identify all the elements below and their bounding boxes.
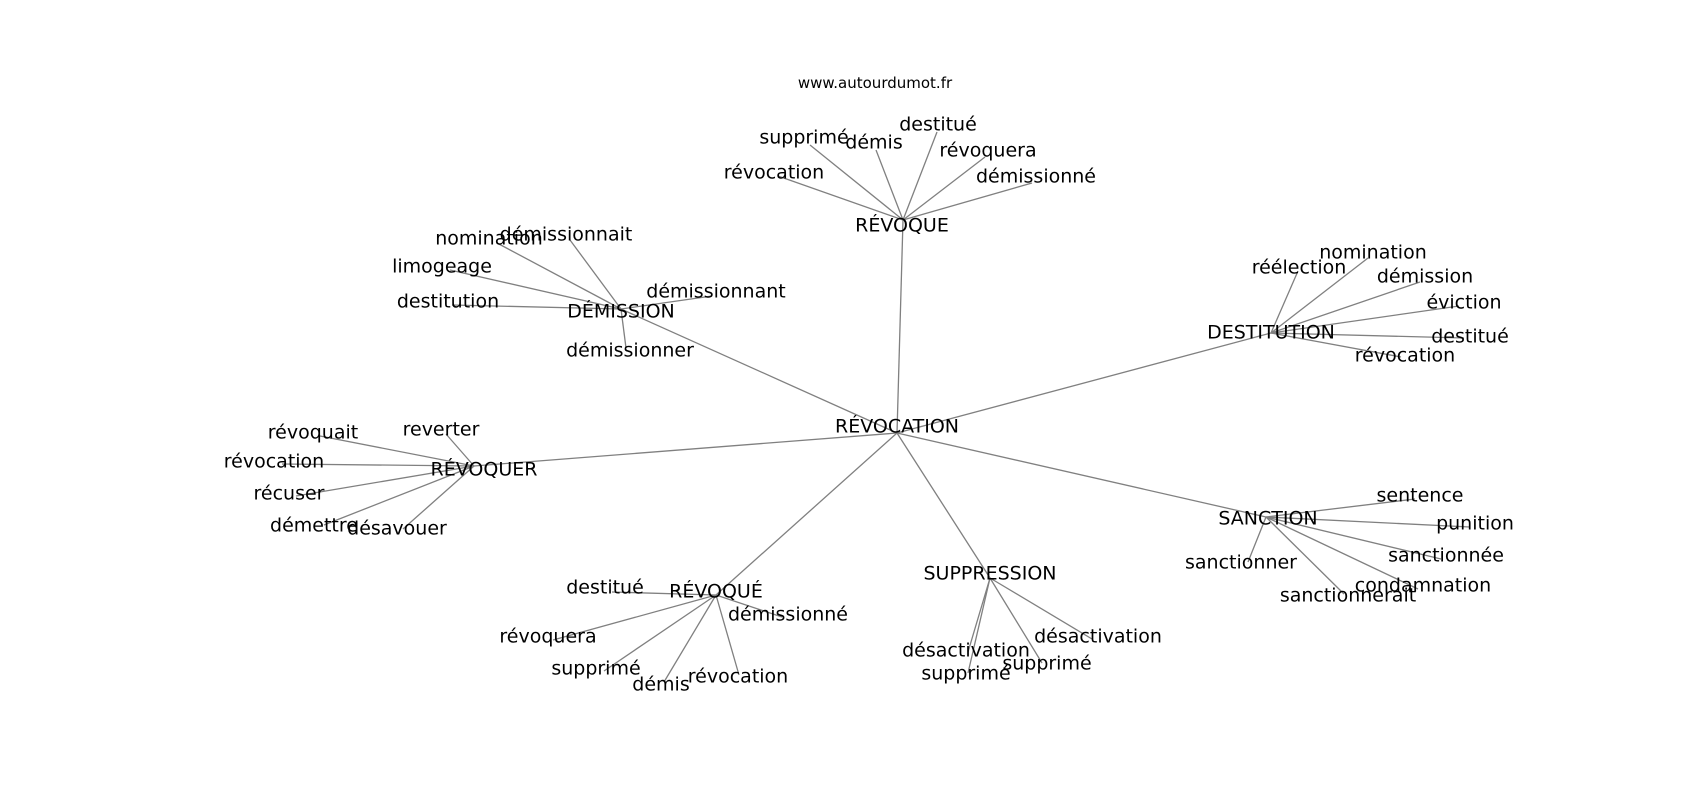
edge-revoque-hub-to-revoquera <box>902 156 986 221</box>
leaf-node-revoque-accent-destitue[interactable]: destitué <box>566 577 644 599</box>
leaf-node-revoquer-recuser[interactable]: récuser <box>254 483 325 505</box>
leaf-node-destitution-eviction[interactable]: éviction <box>1426 292 1501 314</box>
edge-demission-to-nomination <box>496 242 622 310</box>
edge-center-to-revoque-accent <box>715 432 898 596</box>
leaf-node-demission-destitution[interactable]: destitution <box>397 291 499 313</box>
edge-revoquer-to-desavouer <box>402 465 475 530</box>
edge-center-to-demission <box>620 308 898 434</box>
edge-sanction-to-sanctionnee <box>1265 516 1442 560</box>
edge-demission-to-demissionner <box>620 308 627 349</box>
edges-layer <box>281 131 1471 683</box>
edge-revoque-accent-to-revocation <box>715 594 740 676</box>
leaf-node-revoquer-revoquait[interactable]: révoquait <box>268 422 358 444</box>
edge-sanction-to-sanctionnerait <box>1265 516 1345 595</box>
edge-revoque-hub-to-demis <box>875 149 904 221</box>
hub-node-sanction[interactable]: SANCTION <box>1218 508 1317 530</box>
edge-sanction-to-sentence <box>1265 498 1416 518</box>
edge-sanction-to-condamnation <box>1265 516 1419 590</box>
edge-demission-to-demissionnant <box>620 295 713 310</box>
hub-node-destitution[interactable]: DESTITUTION <box>1207 322 1335 344</box>
edge-revoquer-to-revoquait <box>319 435 475 467</box>
edge-revoque-accent-to-demis <box>663 594 717 683</box>
edge-revoque-accent-to-revoquera <box>552 594 717 641</box>
leaf-node-sanction-sanctionnee[interactable]: sanctionnée <box>1388 545 1504 567</box>
edge-destitution-to-eviction <box>1270 305 1460 334</box>
edge-revoquer-to-revocation <box>281 463 475 467</box>
edge-revoque-hub-to-demissionne <box>902 182 1033 221</box>
edge-revoque-hub-to-destitue <box>902 131 938 221</box>
edge-suppression-to-desactivation <box>989 577 1093 640</box>
edge-revoquer-to-recuser <box>295 465 475 497</box>
leaf-node-sanction-sentence[interactable]: sentence <box>1377 485 1464 507</box>
leaf-node-destitution-destitue[interactable]: destitué <box>1431 326 1509 348</box>
leaf-node-destitution-nomination[interactable]: nomination <box>1319 242 1427 264</box>
edge-revoque-accent-to-destitue <box>611 591 717 596</box>
leaf-node-destitution-reelection[interactable]: réélection <box>1252 257 1347 279</box>
leaf-node-revoque-accent-revocation[interactable]: révocation <box>688 666 788 688</box>
edge-revoque-hub-to-revocation <box>777 175 904 221</box>
edge-suppression-to-desactivation <box>967 577 991 653</box>
edge-destitution-to-demission <box>1270 281 1421 334</box>
leaf-node-revoque-accent-demis[interactable]: démis <box>632 674 689 696</box>
edge-revoquer-to-reverter <box>445 433 475 467</box>
leaf-node-revoque-hub-demis[interactable]: démis <box>845 132 902 154</box>
edge-destitution-to-destitue <box>1270 332 1465 339</box>
leaf-node-suppression-desactivation[interactable]: désactivation <box>902 640 1030 662</box>
edge-center-to-revoquer <box>473 432 898 467</box>
leaf-node-sanction-sanctionner[interactable]: sanctionner <box>1185 552 1297 574</box>
leaf-node-sanction-condamnation[interactable]: condamnation <box>1355 575 1491 597</box>
leaf-node-suppression-supprime[interactable]: supprimé <box>921 663 1010 685</box>
leaf-node-demission-demissionner[interactable]: démissionner <box>566 340 694 362</box>
edge-revoquer-to-demettre <box>323 465 475 526</box>
edge-center-to-sanction <box>896 432 1267 518</box>
edge-center-to-destitution <box>896 332 1272 434</box>
leaf-node-demission-limogeage[interactable]: limogeage <box>392 256 492 278</box>
leaf-node-revoque-accent-revoquera[interactable]: révoquera <box>499 626 596 648</box>
edge-revoque-accent-to-demissionne <box>715 594 783 618</box>
edge-sanction-to-punition <box>1265 516 1471 528</box>
leaf-node-revoque-accent-demissionne[interactable]: démissionné <box>728 604 848 626</box>
leaf-node-revoquer-reverter[interactable]: reverter <box>403 419 480 441</box>
edge-revoque-hub-to-supprime <box>809 144 904 221</box>
leaf-node-revoquer-demettre[interactable]: démettre <box>270 515 358 537</box>
hub-node-revoque-hub[interactable]: RÉVOQUE <box>855 214 949 237</box>
leaf-node-sanction-punition[interactable]: punition <box>1436 513 1514 535</box>
leaf-node-destitution-revocation[interactable]: révocation <box>1355 345 1455 367</box>
leaf-node-revoque-hub-demissionne[interactable]: démissionné <box>976 166 1096 188</box>
leaf-node-suppression-supprime[interactable]: supprimé <box>1002 653 1091 675</box>
leaf-node-destitution-demission[interactable]: démission <box>1377 266 1473 288</box>
leaf-node-revoque-hub-supprime[interactable]: supprimé <box>759 127 848 149</box>
hub-node-suppression[interactable]: SUPPRESSION <box>924 563 1057 585</box>
leaf-node-revoquer-desavouer[interactable]: désavouer <box>347 518 447 540</box>
edge-destitution-to-nomination <box>1270 257 1369 334</box>
leaf-node-revoque-hub-revocation[interactable]: révocation <box>724 162 824 184</box>
leaf-node-revoquer-revocation[interactable]: révocation <box>224 451 324 473</box>
edge-center-to-revoque-hub <box>896 219 904 434</box>
edge-demission-to-limogeage <box>449 269 622 310</box>
hub-node-revoque-accent[interactable]: RÉVOQUÉ <box>669 580 763 603</box>
edge-destitution-to-revocation <box>1270 332 1402 358</box>
edge-suppression-to-supprime <box>989 577 1043 664</box>
edge-demission-to-demissionnait <box>569 239 622 310</box>
center-node-revocation[interactable]: RÉVOCATION <box>835 415 959 438</box>
source-site-label: www.autourdumot.fr <box>798 74 953 92</box>
leaf-node-revoque-hub-revoquera[interactable]: révoquera <box>939 140 1036 162</box>
leaf-node-suppression-desactivation[interactable]: désactivation <box>1034 626 1162 648</box>
leaf-node-demission-demissionnait[interactable]: démissionnait <box>500 224 633 246</box>
hub-node-demission[interactable]: DÉMISSION <box>567 300 675 323</box>
edge-revoque-accent-to-supprime <box>603 594 717 672</box>
leaf-node-revoque-accent-supprime[interactable]: supprimé <box>551 658 640 680</box>
leaf-node-revoque-hub-destitue[interactable]: destitué <box>899 114 977 136</box>
leaf-node-sanction-sanctionnerait[interactable]: sanctionnerait <box>1280 585 1416 607</box>
edge-destitution-to-reelection <box>1270 270 1299 334</box>
leaf-node-demission-demissionnant[interactable]: démissionnant <box>646 281 785 303</box>
labels-layer: www.autourdumot.fr RÉVOCATION RÉVOQUE supp… <box>224 74 1514 696</box>
edge-sanction-to-sanctionner <box>1247 516 1267 563</box>
edge-demission-to-destitution <box>451 304 622 310</box>
hub-node-revoquer[interactable]: RÉVOQUER <box>431 458 538 481</box>
edge-center-to-suppression <box>896 432 991 579</box>
leaf-node-demission-nomination[interactable]: nomination <box>435 228 543 250</box>
edge-suppression-to-supprime <box>967 577 991 674</box>
